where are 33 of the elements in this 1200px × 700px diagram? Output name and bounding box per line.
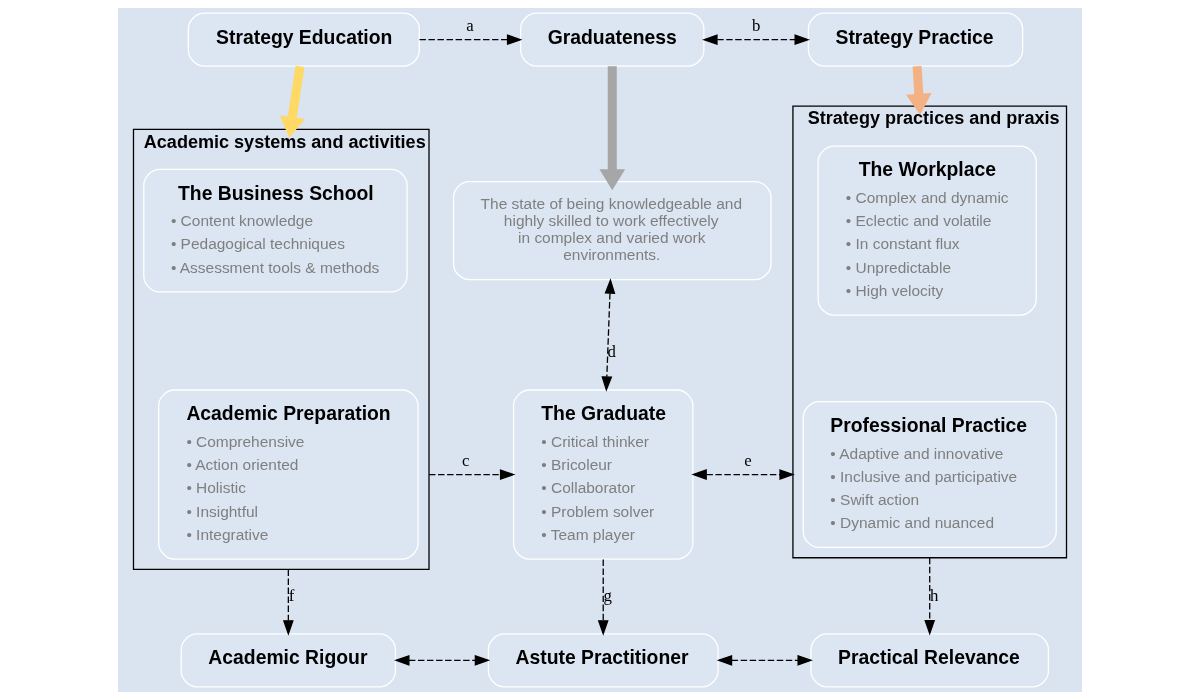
node-box: Practical Relevance [810, 633, 1050, 688]
arrow [597, 558, 609, 636]
node-box: The Business School • Content knowledge • Pedagogical techniques • Assessment tools & methods [143, 168, 408, 293]
node-box: The state of being knowledgeable and highly skilled to work effectively in complex and varied work environments. [452, 180, 772, 281]
arrow [282, 568, 294, 636]
arrow [418, 34, 523, 46]
arrow [691, 469, 795, 480]
arrow [599, 66, 626, 191]
edge-label: g [603, 585, 612, 605]
node-box: Academic Rigour [180, 633, 397, 688]
edge-label: d [607, 341, 616, 361]
node-box: Strategy Education [187, 12, 420, 67]
arrow [279, 65, 305, 138]
node-box: Professional Practice • Adaptive and innovative • Inclusive and participative • Swift action • Dynamic and nuanced [802, 400, 1057, 549]
arrow [601, 278, 616, 392]
arrow [924, 557, 936, 636]
arrow [428, 469, 516, 480]
edge-label: c [462, 451, 470, 471]
arrow [394, 654, 491, 666]
node-box: The Workplace • Complex and dynamic • Eclectic and volatile • In constant flux • Unpredictable • High velocity [817, 145, 1037, 316]
node-box: Graduateness [520, 12, 705, 67]
edge-label: h [930, 585, 939, 605]
edge-label: f [288, 585, 295, 605]
arrow [716, 654, 813, 666]
arrow [702, 34, 810, 46]
arrow [906, 66, 932, 115]
edge-label: e [744, 451, 752, 471]
node-box: The Graduate • Critical thinker • Bricoleur • Collaborator • Problem solver • Team player [512, 389, 694, 560]
edge-label: b [751, 16, 761, 36]
edge-label: a [466, 16, 474, 36]
node-box: Academic Preparation • Comprehensive • Action oriented • Holistic • Insightful • Integrative [158, 389, 419, 560]
node-box: Strategy Practice [807, 12, 1024, 67]
node-box: Astute Practitioner [487, 633, 719, 688]
